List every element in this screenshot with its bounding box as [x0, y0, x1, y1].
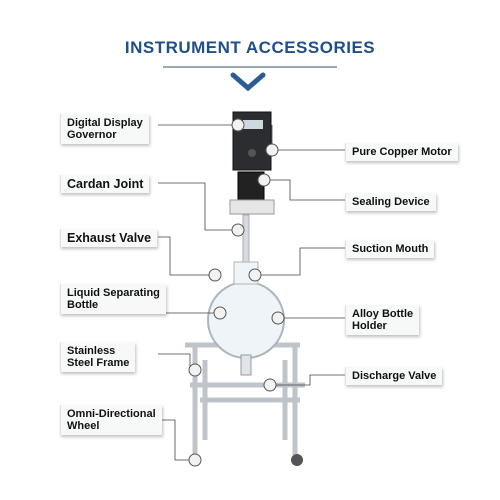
label-discharge-valve: Discharge Valve — [345, 367, 443, 385]
label-omni-directional-wheel: Omni-Directional Wheel — [60, 405, 162, 435]
callout-wheel — [188, 453, 202, 467]
label-pure-copper-motor: Pure Copper Motor — [345, 143, 458, 161]
display-screen — [243, 120, 263, 129]
label-suction-mouth: Suction Mouth — [345, 240, 435, 258]
callout-sealing — [257, 173, 271, 187]
callout-holder — [271, 311, 285, 325]
title-divider — [163, 66, 337, 68]
label-digital-display-governor: Digital Display Governor — [60, 114, 149, 144]
wheel-right — [291, 454, 303, 466]
label-exhaust-valve: Exhaust Valve — [60, 229, 158, 247]
callout-suction — [248, 268, 262, 282]
callout-governor — [231, 118, 245, 132]
callout-exhaust — [208, 268, 222, 282]
label-sealing-device: Sealing Device — [345, 193, 436, 211]
callout-motor — [265, 143, 279, 157]
label-liquid-separating-bottle: Liquid Separating Bottle — [60, 284, 166, 314]
page-title: INSTRUMENT ACCESSORIES — [124, 38, 376, 57]
label-cardan-joint: Cardan Joint — [60, 175, 150, 193]
callout-discharge — [263, 378, 277, 392]
label-alloy-bottle-holder: Alloy Bottle Holder — [345, 305, 420, 335]
callout-cardan — [231, 223, 245, 237]
callout-frame — [188, 363, 202, 377]
chevron-down-icon — [230, 72, 266, 92]
callout-bottle — [213, 306, 227, 320]
discharge-outlet — [240, 354, 252, 376]
governor-knob — [248, 149, 256, 157]
motor-bracket — [229, 199, 275, 215]
label-stainless-steel-frame: Stainless Steel Frame — [60, 342, 136, 372]
